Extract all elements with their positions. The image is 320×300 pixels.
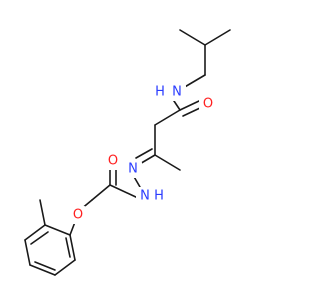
bond-ch3a-ch: [204, 29, 231, 46]
bond-cimine-methyl: [154, 154, 181, 171]
bond-ch-ch2: [179, 29, 206, 46]
bond-carbonyl-o-1: [179, 100, 200, 111]
atom-label-n: N: [172, 85, 182, 100]
bond-ether-ring: [69, 221, 76, 236]
atom-hydrazide-nh: N: [136, 187, 154, 205]
atom-ether-o: O: [69, 206, 87, 224]
ring-bond-6: [69, 234, 76, 261]
atom-label-n: N: [140, 189, 150, 204]
bond-ch2-nh: [182, 74, 206, 89]
bond-cimine-n-2: [135, 148, 153, 159]
bond-carbonyl-o-2: [182, 107, 201, 117]
ring-bond-5: [54, 259, 76, 276]
bond-layer: [24, 29, 231, 276]
ring-bond-1: [44, 224, 71, 236]
atom-amide-h: H: [153, 83, 167, 101]
bond-nh-acylc: [109, 184, 139, 199]
atom-label-o: O: [108, 154, 118, 169]
ring-double-2: [34, 261, 56, 271]
molecule-structure-diagram: N H O N N H O O: [24, 29, 231, 276]
atom-hydrazide-h: H: [152, 187, 166, 205]
ring-double-1: [30, 231, 49, 245]
ring-bond-3: [24, 239, 31, 266]
atom-amide-nh: N: [168, 83, 186, 101]
atom-amide-o: O: [199, 95, 217, 113]
atom-acyl-o: O: [104, 152, 122, 170]
bond-ring-methyl: [39, 199, 46, 226]
atom-hydrazone-n: N: [124, 160, 142, 178]
atom-label-h: H: [154, 189, 164, 204]
atom-label-o: O: [73, 208, 83, 223]
atom-layer: N H O N N H O O: [69, 83, 217, 224]
ring-bond-2: [24, 224, 46, 241]
bond-carbonyl-ch2: [154, 109, 181, 126]
atom-label-o: O: [203, 97, 213, 112]
bond-acylc-ch2: [91, 184, 111, 201]
ring-bond-4: [29, 264, 56, 276]
atom-label-h: H: [155, 85, 165, 100]
atom-label-n: N: [128, 162, 138, 177]
ring-double-3: [65, 237, 71, 258]
